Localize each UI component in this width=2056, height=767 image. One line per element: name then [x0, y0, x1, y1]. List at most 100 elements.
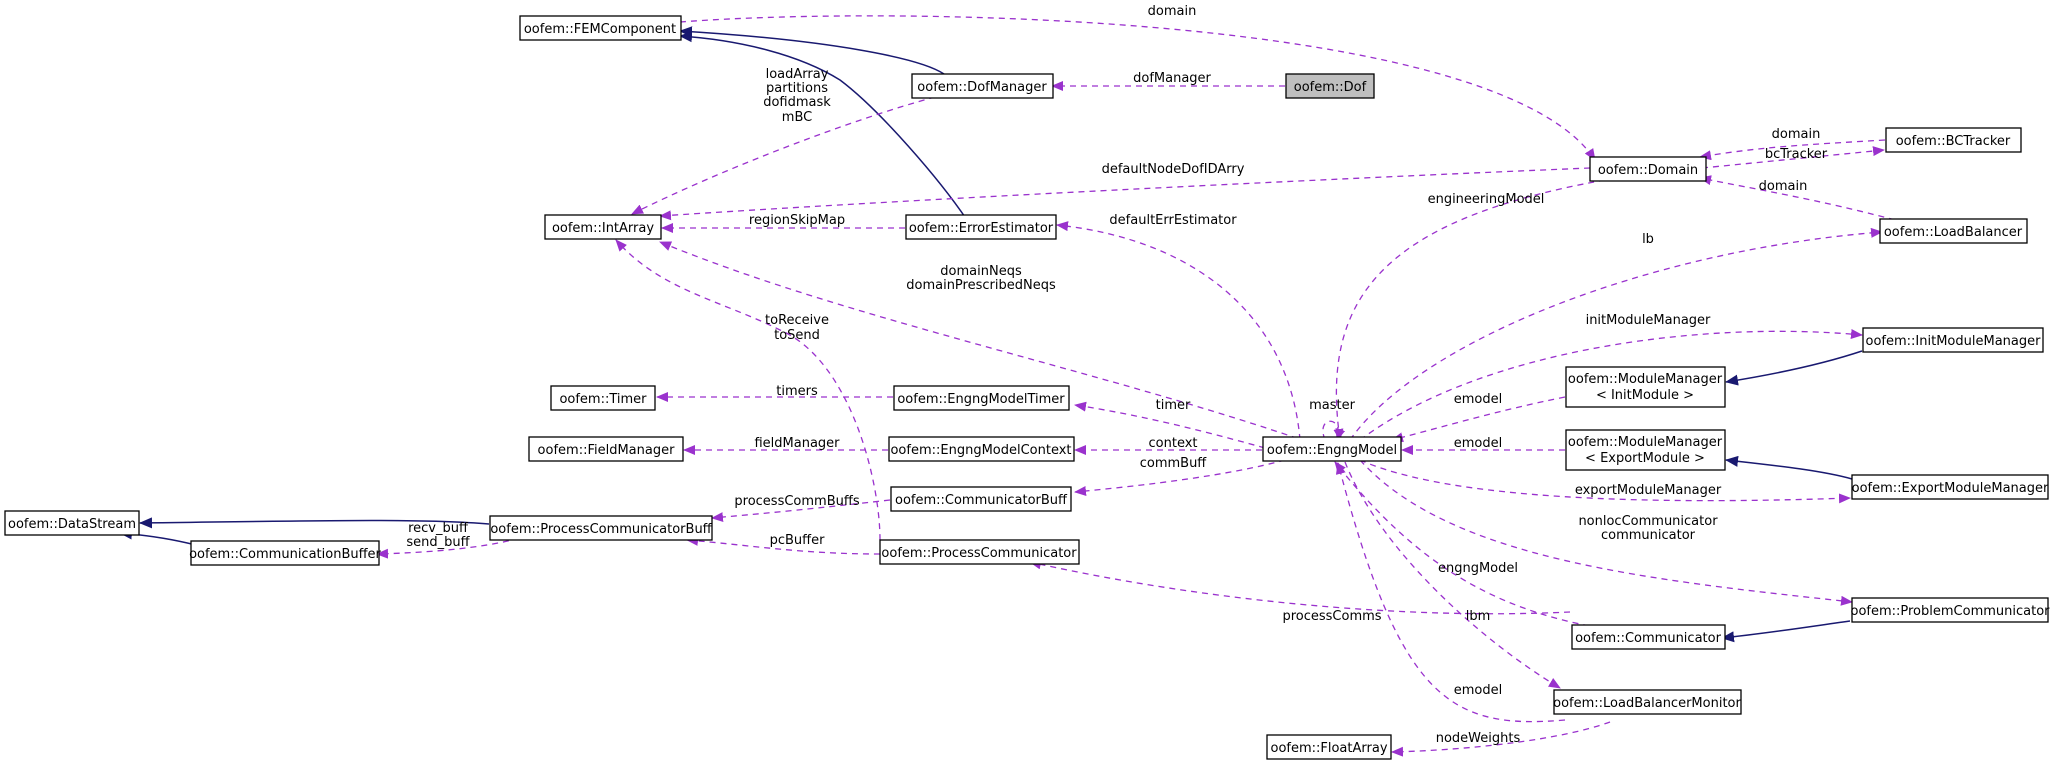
node-label-line2: < InitModule >: [1596, 388, 1694, 403]
label-master: master: [1309, 398, 1355, 413]
label-toreceive-line2: toSend: [774, 328, 820, 343]
node-loadbalancermonitor[interactable]: oofem::LoadBalancerMonitor: [1553, 689, 1742, 715]
label-loadarray-line3: dofidmask: [763, 95, 831, 110]
label-timers: timers: [776, 384, 818, 399]
node-femcomponent[interactable]: oofem::FEMComponent: [519, 15, 682, 41]
edge-intarray-dofmanager: [631, 96, 936, 215]
node-processcommunicator[interactable]: oofem::ProcessCommunicator: [879, 539, 1080, 565]
label-defaultnodedofidarry: defaultNodeDofIDArry: [1102, 162, 1245, 177]
node-communicator[interactable]: oofem::Communicator: [1571, 624, 1726, 650]
label-commbuff: commBuff: [1140, 456, 1208, 471]
edge-errorestimator-engngmodel: [1056, 221, 1301, 441]
node-label: oofem::BCTracker: [1896, 134, 2011, 149]
node-label: oofem::EngngModelTimer: [897, 392, 1065, 407]
node-label: oofem::LoadBalancerMonitor: [1553, 696, 1741, 711]
node-intarray[interactable]: oofem::IntArray: [544, 214, 662, 240]
label-recvbuff-line1: recv_buff: [408, 521, 469, 536]
node-label: oofem::ProblemCommunicator: [1850, 604, 2050, 619]
label-nonloc-line2: communicator: [1601, 528, 1696, 543]
node-modulemanager-export[interactable]: oofem::ModuleManager < ExportModule >: [1565, 429, 1726, 471]
node-engngmodeltimer[interactable]: oofem::EngngModelTimer: [893, 385, 1070, 411]
edge-engngmodel-loadbalancermonitor: [1335, 462, 1566, 723]
label-bctracker: bcTracker: [1765, 147, 1828, 162]
node-timer[interactable]: oofem::Timer: [550, 385, 656, 411]
node-modulemanager-init[interactable]: oofem::ModuleManager < InitModule >: [1565, 366, 1726, 408]
edge-bctracker-domain: [1701, 146, 1885, 169]
node-problemcommunicator[interactable]: oofem::ProblemCommunicator: [1850, 597, 2050, 623]
node-label: oofem::ErrorEstimator: [909, 221, 1054, 236]
edge-domain-bctracker: [1699, 139, 1886, 161]
label-pcbuffer: pcBuffer: [770, 533, 826, 548]
node-label: oofem::DofManager: [917, 80, 1047, 95]
node-errorestimator[interactable]: oofem::ErrorEstimator: [905, 214, 1057, 240]
node-label-line1: oofem::ModuleManager: [1568, 372, 1723, 387]
label-nodeweights: nodeWeights: [1436, 731, 1521, 746]
node-engngmodel[interactable]: oofem::EngngModel: [1262, 436, 1402, 462]
edge-intarray-domain: [659, 167, 1591, 221]
label-engineeringmodel: engineeringModel: [1428, 192, 1545, 207]
node-initmodulemanager[interactable]: oofem::InitModuleManager: [1862, 327, 2044, 353]
edge-communicatorbuff-engngmodel: [1074, 459, 1286, 496]
node-label-line1: oofem::ModuleManager: [1568, 435, 1723, 450]
node-label: oofem::Communicator: [1575, 631, 1722, 646]
edge-intarray-processcommunicator: [615, 239, 881, 541]
edge-engngmodel-domain: [1333, 179, 1606, 441]
edge-errorestimator-to-femcomponent: [679, 31, 968, 221]
label-loadarray-line4: mBC: [782, 110, 812, 125]
label-timer: timer: [1156, 398, 1191, 413]
label-recvbuff-line2: send_buff: [406, 535, 470, 550]
node-domain[interactable]: oofem::Domain: [1589, 156, 1707, 182]
node-label: oofem::Dof: [1294, 80, 1367, 95]
node-floatarray[interactable]: oofem::FloatArray: [1266, 734, 1392, 760]
label-initmodulemanager: initModuleManager: [1586, 313, 1711, 328]
edge-processcommunicatorbuff-processcommunicator: [686, 535, 881, 555]
label-nonloc-line1: nonlocCommunicator: [1578, 514, 1718, 529]
node-communicationbuffer[interactable]: oofem::CommunicationBuffer: [189, 540, 382, 566]
edge-labels: domain dofManager loadArray partitions d…: [406, 4, 1827, 746]
node-dof[interactable]: oofem::Dof: [1285, 73, 1375, 99]
label-processcommbuffs: processCommBuffs: [734, 494, 859, 509]
edge-engngmodeltimer-engngmodel: [1074, 401, 1266, 449]
label-fieldmanager: fieldManager: [754, 436, 840, 451]
node-label: oofem::Timer: [559, 392, 647, 407]
node-processcommunicatorbuff[interactable]: oofem::ProcessCommunicatorBuff: [489, 515, 713, 541]
node-label: oofem::ProcessCommunicatorBuff: [490, 522, 712, 537]
label-toreceive-line1: toReceive: [765, 313, 829, 328]
node-communicatorbuff[interactable]: oofem::CommunicatorBuff: [890, 486, 1072, 512]
label-loadbalancer-domain: domain: [1759, 179, 1808, 194]
label-loadarray-line2: partitions: [766, 81, 828, 96]
edge-exportmodulemanager-to-modulemanager: [1725, 455, 1853, 480]
node-exportmodulemanager[interactable]: oofem::ExportModuleManager: [1851, 474, 2049, 500]
node-bctracker[interactable]: oofem::BCTracker: [1885, 127, 2022, 153]
edge-floatarray-loadbalancermonitor: [1391, 721, 1611, 757]
label-domainneqs-line1: domainNeqs: [940, 264, 1022, 279]
edge-engngmodel-master: [1322, 420, 1346, 441]
label-domainneqs-line2: domainPrescribedNeqs: [906, 278, 1056, 293]
node-loadbalancer[interactable]: oofem::LoadBalancer: [1879, 218, 2028, 244]
label-dofmanager: dofManager: [1133, 71, 1211, 86]
edge-problemcommunicator-engngmodel: [1359, 459, 1853, 606]
label-regionskipmap: regionSkipMap: [749, 213, 845, 228]
label-context: context: [1149, 436, 1198, 451]
label-exportmodulemanager: exportModuleManager: [1575, 483, 1722, 498]
node-label: oofem::FloatArray: [1270, 741, 1387, 756]
node-fieldmanager[interactable]: oofem::FieldManager: [528, 436, 684, 462]
edge-modulemanager-init-engngmodel: [1391, 396, 1566, 443]
node-datastream[interactable]: oofem::DataStream: [4, 510, 140, 536]
label-emodel-init: emodel: [1454, 392, 1502, 407]
label-emodel-lbm: emodel: [1454, 683, 1502, 698]
edge-intarray-engngmodel: [659, 241, 1309, 443]
node-engngmodelcontext[interactable]: oofem::EngngModelContext: [888, 436, 1075, 462]
label-engngmodel-comm: engngModel: [1438, 561, 1518, 576]
edge-dofmanager-to-femcomponent: [679, 26, 945, 75]
edge-initmodulemanager-engngmodel: [1359, 329, 1863, 441]
node-label: oofem::EngngModelContext: [890, 443, 1071, 458]
edge-problemcommunicator-to-communicator: [1721, 620, 1851, 643]
node-label: oofem::LoadBalancer: [1884, 225, 2023, 240]
node-dofmanager[interactable]: oofem::DofManager: [911, 73, 1054, 99]
edge-loadbalancermonitor-engngmodel: [1344, 461, 1561, 689]
edge-initmodulemanager-to-modulemanager: [1725, 350, 1863, 386]
node-label: oofem::ProcessCommunicator: [881, 546, 1077, 561]
label-bctracker-domain: domain: [1772, 127, 1821, 142]
